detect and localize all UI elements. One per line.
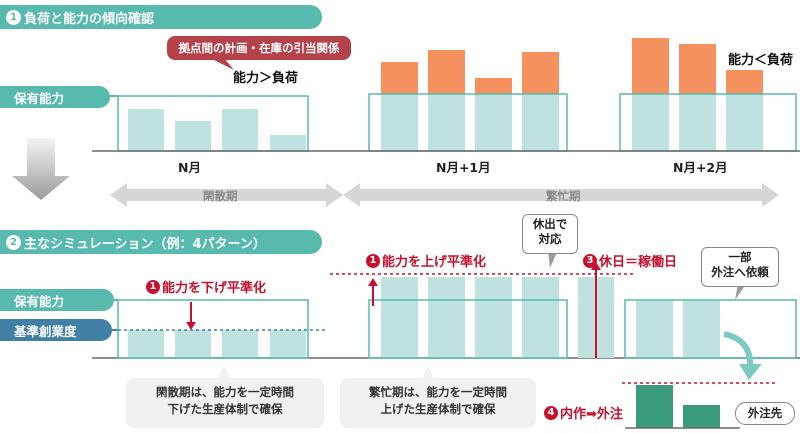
note-busy-line1: 繁忙期は、能力を一定時間 xyxy=(369,385,507,399)
load-bar-n2-3-bg xyxy=(726,94,763,151)
section2-number: 2 xyxy=(6,234,21,250)
note-busy: 繁忙期は、能力を一定時間 上げた生産体制で確保 xyxy=(340,378,536,428)
load-bar-n2-1-bg xyxy=(632,94,669,151)
p4-capacity-box xyxy=(624,299,797,359)
pattern3-number: 3 xyxy=(583,253,597,268)
holiday-note-tail xyxy=(548,250,558,268)
p1-bar-1 xyxy=(128,330,164,358)
note-idle-line1: 閑散期は、能力を一定時間 xyxy=(156,385,294,399)
outsource-note-tail xyxy=(735,284,746,300)
sim-capacity-label: 保有能力 xyxy=(0,289,114,311)
p1-capacity-box xyxy=(117,299,309,359)
p2-bar-4 xyxy=(522,277,559,358)
period-idle-label: 閑散期 xyxy=(203,189,238,203)
p1-down-arrowhead xyxy=(186,322,196,330)
holiday-note-line2: 対応 xyxy=(538,232,562,246)
callout-tail xyxy=(210,58,234,70)
holiday-note: 休出で 対応 xyxy=(522,214,578,254)
period-busy-label: 繁忙期 xyxy=(546,189,581,203)
pattern2-text: 能力を上げ平準化 xyxy=(382,255,487,270)
pattern2-number: 1 xyxy=(366,253,380,268)
p1-bar-2 xyxy=(175,330,211,358)
sim-capacity-label-text: 保有能力 xyxy=(14,293,65,309)
p2-up-arrowhead xyxy=(368,278,378,286)
load-bar-n-4 xyxy=(270,135,306,151)
outsource-note-line1: 一部 xyxy=(728,250,752,264)
load-bar-n1-1-bg xyxy=(381,94,418,151)
load-bar-n1-2-over xyxy=(428,50,465,94)
section2-title: 主なシミュレーション（例：4パターン） xyxy=(24,236,266,252)
idle-period-arrow xyxy=(110,183,343,207)
baseline-label-text: 基準創業度 xyxy=(14,323,77,339)
load-bar-n1-1-over xyxy=(381,62,418,94)
load-bar-n2-3-over xyxy=(726,70,763,94)
callout-planning: 拠点間の計画・在庫の引当関係 xyxy=(167,36,351,60)
month-label-n2: N月+2月 xyxy=(673,160,728,175)
outsourcer-box: 外注先 xyxy=(735,402,795,425)
note-idle: 閑散期は、能力を一定時間 下げた生産体制で確保 xyxy=(126,378,324,428)
outsource-bar-2 xyxy=(683,405,720,428)
capacity-lt-load: 能力＜負荷 xyxy=(728,53,794,68)
load-bar-n1-4-bg xyxy=(522,94,559,151)
load-bar-n1-3-over xyxy=(475,78,512,94)
down-arrow xyxy=(12,138,70,200)
pattern1-label: 1 能力を下げ平準化 xyxy=(146,277,266,296)
load-bar-n2-2-bg xyxy=(679,94,716,151)
load-bar-n-1 xyxy=(128,109,164,151)
section1-header: 1 負荷と能力の傾向確認 xyxy=(0,5,322,29)
pattern1-number: 1 xyxy=(146,279,160,294)
outsourcer-label: 外注先 xyxy=(747,406,783,420)
p3-up-arrowhead xyxy=(591,262,601,270)
pattern4-label: 4 内作➡外注 xyxy=(544,403,623,422)
pattern4-number: 4 xyxy=(544,405,558,420)
holiday-note-line1: 休出で xyxy=(532,217,568,231)
pattern3-label: 3 休日＝稼働日 xyxy=(583,251,677,270)
p4-bar-2 xyxy=(683,300,720,358)
load-bar-n-2 xyxy=(175,121,211,151)
p2-bar-1 xyxy=(381,277,418,358)
month-label-n1: N月+1月 xyxy=(436,160,491,175)
pattern2-label: 1 能力を上げ平準化 xyxy=(366,251,486,270)
p2-capacity-box xyxy=(368,299,568,359)
p4-bar-1 xyxy=(636,300,673,358)
outsource-note-line2: 外注へ依頼 xyxy=(711,265,769,279)
baseline-label: 基準創業度 xyxy=(0,319,112,341)
load-bar-n2-1-over xyxy=(632,38,669,94)
busy-period-arrow xyxy=(343,183,779,207)
p2-bar-3 xyxy=(475,277,512,358)
section1-number: 1 xyxy=(6,9,21,25)
pattern1-text: 能力を下げ平準化 xyxy=(162,281,267,296)
outsource-arrowhead xyxy=(739,364,762,380)
p2-bar-2 xyxy=(428,277,465,358)
capacity-label: 保有能力 xyxy=(0,86,110,108)
p1-bar-3 xyxy=(222,330,258,358)
note-idle-line2: 下げた生産体制で確保 xyxy=(167,402,283,416)
outsource-bar-1 xyxy=(636,385,673,428)
month-label-n: N月 xyxy=(178,160,201,175)
load-bar-n1-4-over xyxy=(522,52,559,94)
capacity-label-text: 保有能力 xyxy=(14,90,65,106)
note-busy-tail xyxy=(422,366,434,378)
pattern3-text: 休日＝稼働日 xyxy=(599,255,678,270)
note-idle-tail xyxy=(218,366,230,378)
capacity-gt-load: 能力＞負荷 xyxy=(233,71,299,86)
load-bar-n2-2-over xyxy=(679,44,716,94)
load-bar-n1-3-bg xyxy=(475,94,512,151)
section1-title: 負荷と能力の傾向確認 xyxy=(24,11,155,27)
outsource-curved-arrow xyxy=(723,331,754,369)
callout-planning-text: 拠点間の計画・在庫の引当関係 xyxy=(178,41,340,55)
outsource-note: 一部 外注へ依頼 xyxy=(701,247,779,287)
section2-header: 2 主なシミュレーション（例：4パターン） xyxy=(0,230,322,254)
note-busy-line2: 上げた生産体制で確保 xyxy=(380,402,496,416)
load-bar-n-3 xyxy=(222,109,258,151)
p1-bar-4 xyxy=(270,330,306,358)
pattern4-text: 内作➡外注 xyxy=(560,407,623,422)
load-bar-n1-2-bg xyxy=(428,94,465,151)
